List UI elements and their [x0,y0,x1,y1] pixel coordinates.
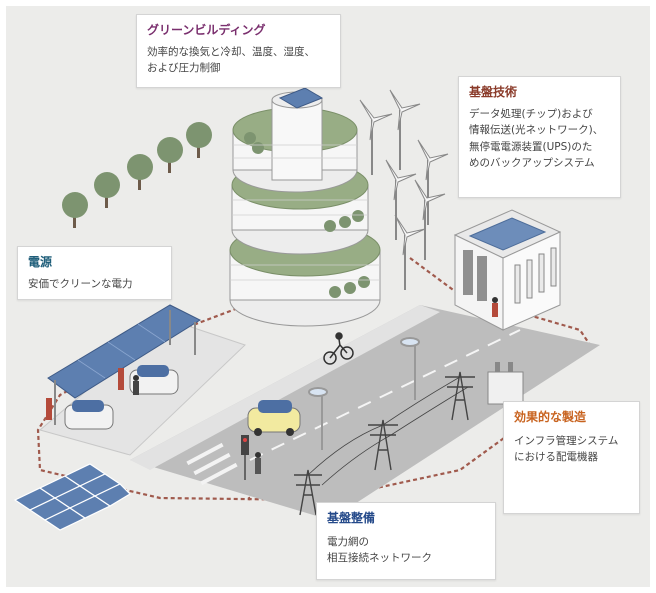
card-infrastructure-tech-title: 基盤技術 [469,85,518,99]
power-pylons [294,371,475,516]
card-green-building-title: グリーンビルディング [147,23,266,37]
card-efficient-manufacturing-title: 効果的な製造 [514,410,587,424]
car-on-road [247,400,301,436]
green-building-tower [229,87,381,327]
road [130,305,600,520]
carport-posts [54,310,196,425]
card-power-source: 電源 安価でクリーンな電力 [17,246,172,300]
card-infrastructure-maintenance: 基盤整備 電力網の 相互接続ネットワーク [316,502,496,580]
traffic-light [241,435,249,480]
card-infrastructure-tech-body: データ処理(チップ)および 情報伝送(光ネットワーク)、 無停電電源装置(UPS… [469,108,604,169]
person-at-carport [133,375,139,395]
rooftop-solar-panel [278,87,324,109]
card-green-building-body: 効率的な換気と冷却、温度、湿度、 および圧力制御 [147,46,315,75]
car-parked-2 [129,365,179,395]
street-lamps [308,337,420,450]
wind-turbines [359,89,449,290]
sidewalk [130,305,440,470]
transformer [487,362,524,405]
car-parked-1 [64,400,114,430]
card-infrastructure-maintenance-body: 電力網の 相互接続ネットワーク [327,536,432,565]
road-markings [249,329,521,461]
card-infrastructure-tech: 基盤技術 データ処理(チップ)および 情報伝送(光ネットワーク)、 無停電電源装… [458,76,621,198]
trees [62,122,212,228]
charging-stations [46,368,124,420]
cyclist [323,332,354,365]
data-center-building [453,209,562,331]
card-green-building: グリーンビルディング 効率的な換気と冷却、温度、湿度、 および圧力制御 [136,14,341,88]
crosswalk [186,442,238,486]
card-efficient-manufacturing-body: インフラ管理システム における配電機器 [514,435,619,464]
card-infrastructure-maintenance-title: 基盤整備 [327,511,376,525]
pedestrian [255,452,261,474]
card-efficient-manufacturing: 効果的な製造 インフラ管理システム における配電機器 [503,401,640,514]
card-power-source-title: 電源 [28,255,53,269]
card-power-source-body: 安価でクリーンな電力 [28,278,133,290]
carport-solar-roof [47,304,202,399]
ground-solar-panels [13,463,131,531]
